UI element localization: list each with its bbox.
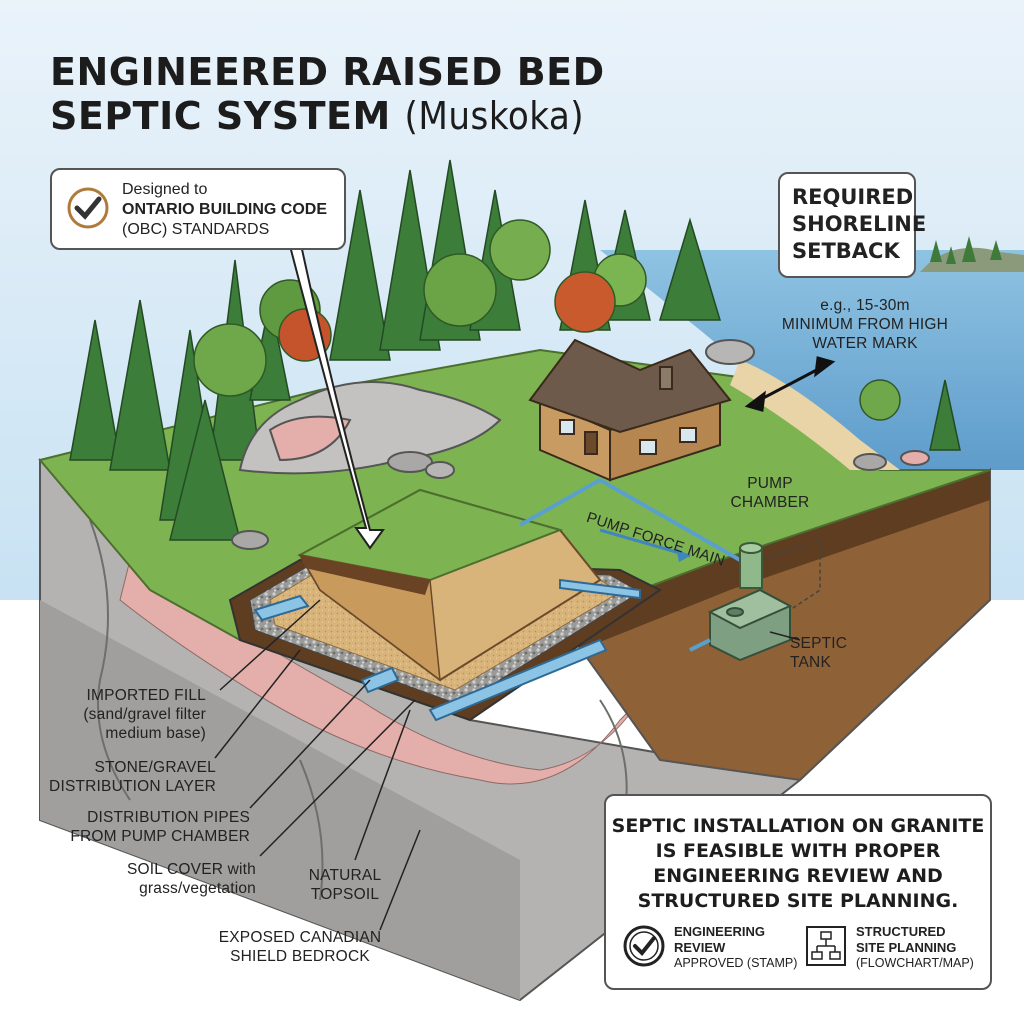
leader-lines <box>214 599 801 931</box>
summary-text: SEPTIC INSTALLATION ON GRANITE IS FEASIB… <box>611 815 985 912</box>
raised-bed-mound <box>228 488 662 722</box>
natural-topsoil-label: NATURAL TOPSOIL <box>308 867 382 903</box>
flowchart-icon <box>806 926 846 966</box>
page-title: ENGINEERED RAISED BED SEPTIC SYSTEM (Mus… <box>50 50 605 138</box>
soil-cover-label: SOIL COVER with grass/vegetation <box>126 861 256 897</box>
engineering-review-badge: ENGINEERING REVIEW APPROVED (STAMP) <box>622 922 802 972</box>
forest <box>69 159 961 541</box>
bedrock-front-shade <box>40 600 520 1000</box>
house <box>528 338 732 482</box>
distribution-pipes-label: DISTRIBUTION PIPES FROM PUMP CHAMBER <box>70 809 250 845</box>
obc-pointer <box>288 238 385 550</box>
septic-tank <box>689 588 793 662</box>
obc-callout: Designed to ONTARIO BUILDING CODE (OBC) … <box>50 168 346 250</box>
far-trees <box>930 236 1002 264</box>
soil-topsoil-stripe <box>560 470 990 650</box>
summary-box: SEPTIC INSTALLATION ON GRANITE IS FEASIB… <box>604 794 992 990</box>
site-planning-badge: STRUCTURED SITE PLANNING (FLOWCHART/MAP) <box>804 922 984 972</box>
deciduous-trees <box>193 219 901 421</box>
force-main-arrow <box>599 528 691 558</box>
pump-chamber-label: PUMP CHAMBER <box>730 475 810 511</box>
approved-stamp-icon <box>623 925 665 967</box>
beach <box>730 360 900 470</box>
checkmark-circle-icon <box>67 187 109 229</box>
force-main <box>519 477 741 562</box>
distribution-pipes <box>253 578 641 722</box>
granite-outcrop <box>231 339 930 550</box>
pump-chamber <box>739 538 821 611</box>
stone-layer-label: STONE/GRAVEL DISTRIBUTION LAYER <box>49 759 216 795</box>
setback-callout: REQUIRED SHORELINE SETBACK <box>778 172 926 278</box>
setback-note: e.g., 15-30m MINIMUM FROM HIGH WATER MAR… <box>781 297 949 352</box>
setback-arrow <box>744 356 836 412</box>
imported-fill-label: IMPORTED FILL (sand/gravel filter medium… <box>83 687 206 742</box>
bedrock-label: EXPOSED CANADIAN SHIELD BEDROCK <box>218 929 382 965</box>
septic-tank-label: SEPTIC TANK <box>790 635 848 671</box>
